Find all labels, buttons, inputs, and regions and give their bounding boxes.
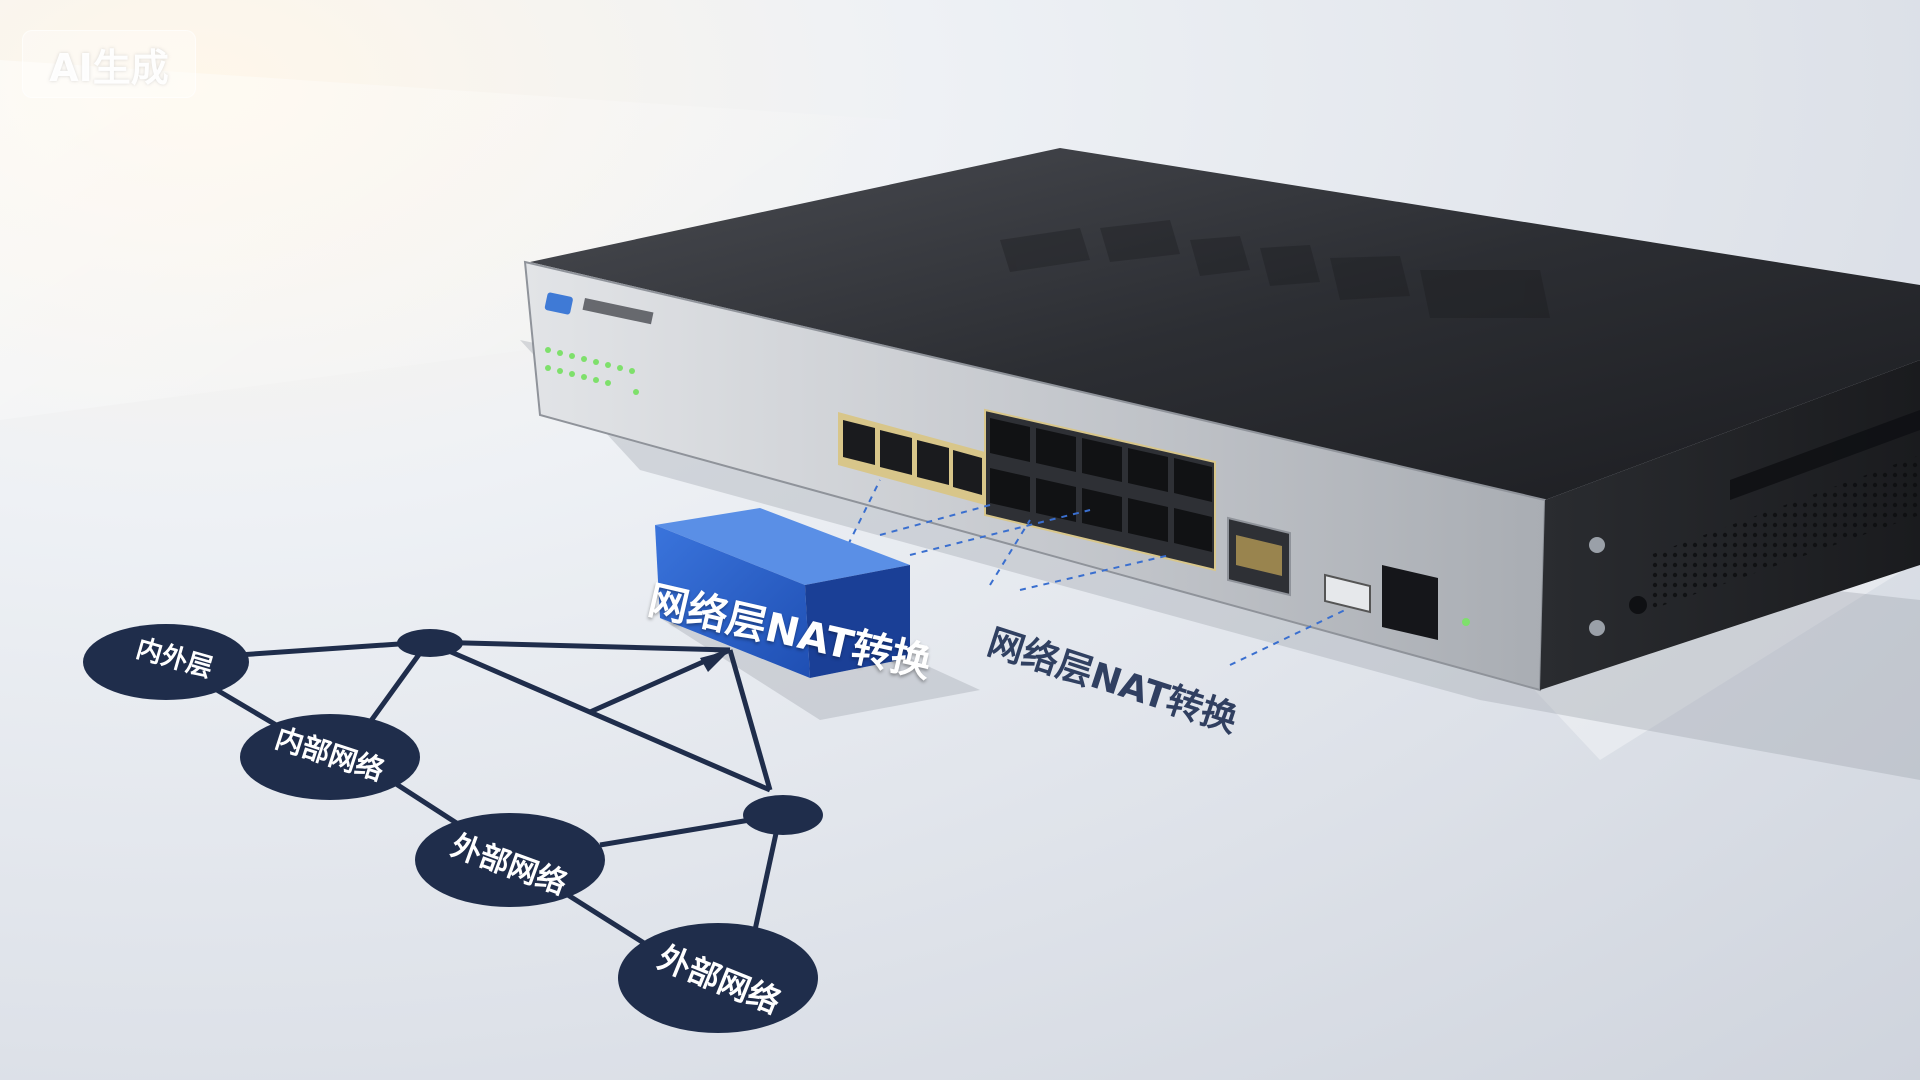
node-external-network-1 [415,813,605,907]
node-internal-network [240,714,420,800]
nat-block [655,508,980,720]
status-leds [545,347,639,395]
ethernet-ports-left [838,412,985,505]
switch-top-panel [530,148,1920,500]
node-external-network-2 [618,923,818,1033]
usb-port [1324,573,1371,614]
ai-generated-watermark: AI生成 [22,30,196,98]
ethernet-ports-right [984,408,1216,572]
node-hub-2 [743,795,823,835]
console-port [1382,565,1438,640]
nat-link-lines [847,479,1346,666]
node-hub-1 [397,629,463,657]
node-inner-layer [83,624,249,700]
network-diagram-edges [164,639,783,953]
